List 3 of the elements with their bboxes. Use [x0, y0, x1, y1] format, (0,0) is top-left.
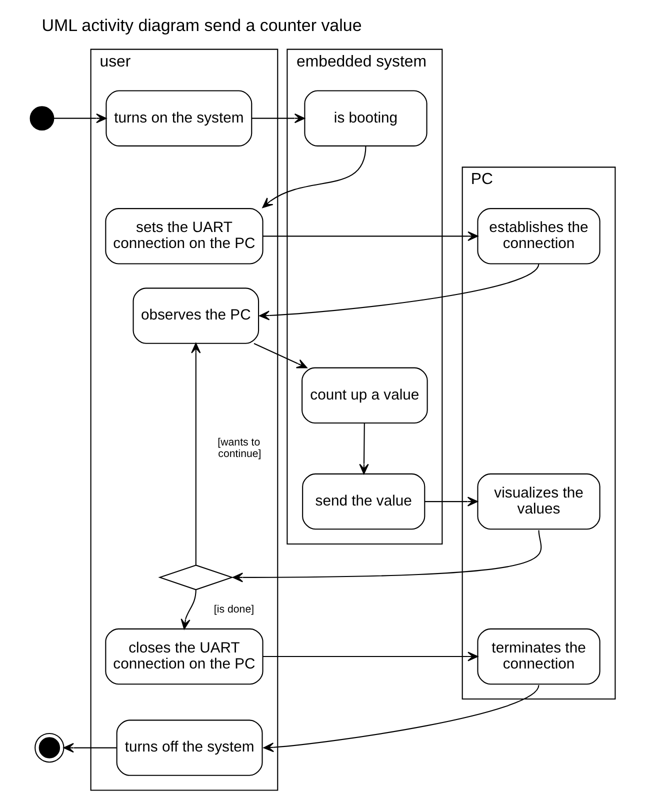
edge-label: [is done]	[214, 602, 254, 615]
edge-label: [wants to continue]	[218, 436, 262, 460]
diagram-title: UML activity diagram send a counter value	[42, 16, 362, 35]
